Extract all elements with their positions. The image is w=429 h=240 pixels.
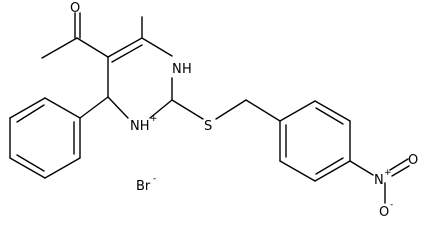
ring-nh-plus-label: NH xyxy=(130,119,150,134)
bromide-charge: - xyxy=(153,174,156,184)
acetyl-oxygen-label: O xyxy=(70,1,80,16)
nitro-oxygen-bottom-label: O xyxy=(379,205,389,220)
nitro-nitrogen-label: N xyxy=(374,173,384,188)
nitro-oxygen-negative-charge: - xyxy=(390,200,393,210)
ring-nh-n-label: N xyxy=(172,62,182,77)
ring-nh-h-label: H xyxy=(182,62,192,77)
nitro-group xyxy=(349,158,410,204)
nitrophenyl-ring xyxy=(279,100,351,182)
pyrimidine-ring xyxy=(79,16,173,119)
ring-positive-charge: + xyxy=(150,114,158,124)
phenyl-ring xyxy=(9,97,81,179)
thioether-linker xyxy=(171,99,281,122)
nitro-oxygen-top-label: O xyxy=(408,153,418,168)
acetyl-group xyxy=(41,12,109,59)
nitro-positive-charge: + xyxy=(384,168,392,178)
bromide-label: Br xyxy=(136,179,151,194)
sulfur-label: S xyxy=(204,119,212,134)
